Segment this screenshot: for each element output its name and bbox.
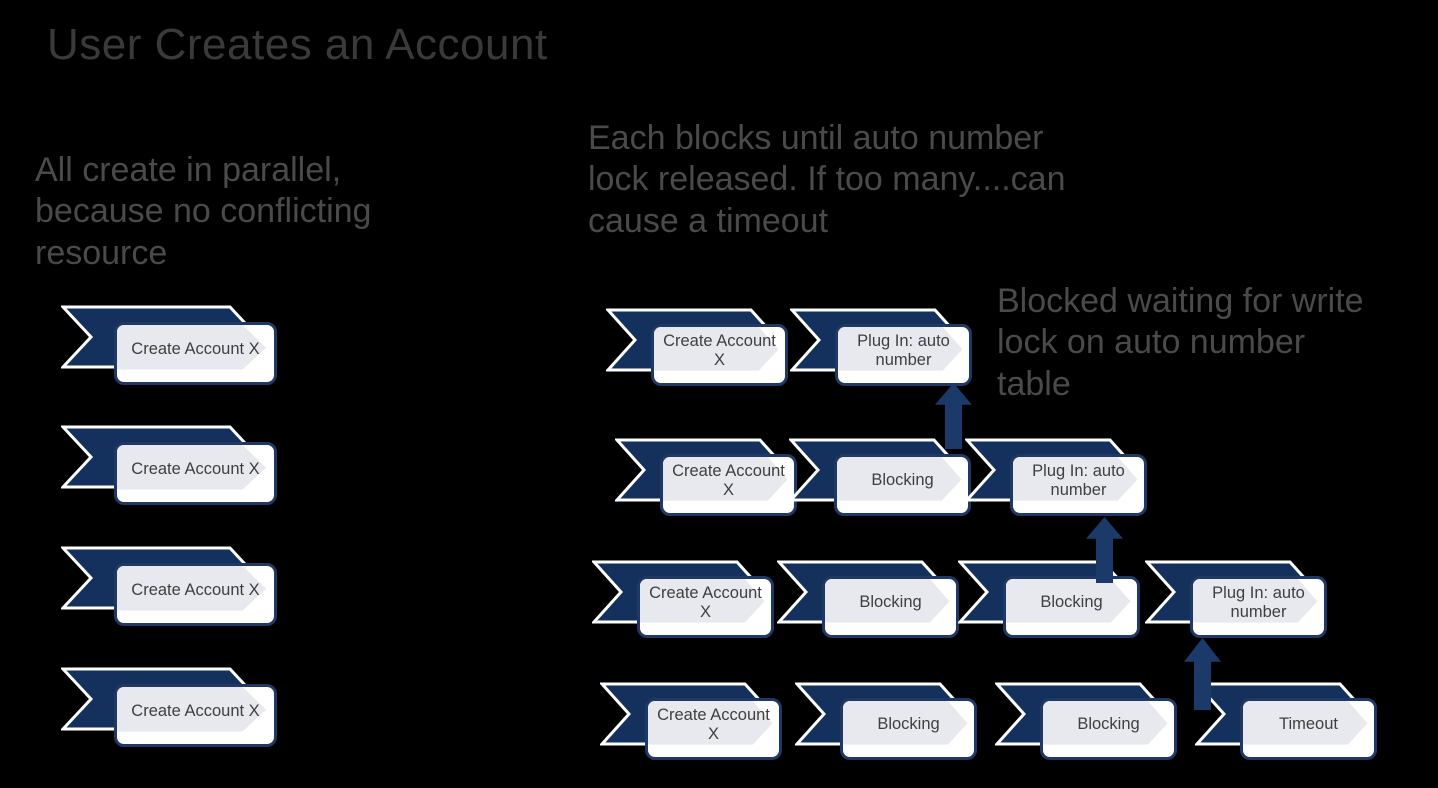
- step-label: Blocking: [877, 715, 940, 734]
- inner-chevron-shape: [117, 566, 267, 611]
- inner-chevron-shape: [1043, 701, 1168, 745]
- process-step-create-1: Create Account X: [61, 305, 281, 387]
- inner-chevron-shape: [1193, 579, 1318, 623]
- process-step-create-3: Create Account X: [61, 546, 281, 628]
- step-label-box: Blocking: [834, 454, 971, 516]
- inner-chevron-shape: [654, 327, 779, 371]
- step-label: Blocking: [1040, 593, 1103, 612]
- inner-chevron-shape: [1013, 457, 1138, 501]
- step-label: Timeout: [1279, 715, 1338, 734]
- step-label: Blocking: [1077, 715, 1140, 734]
- process-step: Blocking: [795, 682, 1015, 764]
- step-label-box: Blocking: [1003, 576, 1140, 638]
- step-label-box: Create Account X: [114, 684, 277, 747]
- step-label: Blocking: [871, 471, 934, 490]
- inner-chevron-shape: [117, 445, 267, 490]
- step-label-box: Blocking: [822, 576, 959, 638]
- step-label-box: Plug In: auto number: [835, 324, 972, 386]
- step-label-box: Blocking: [1040, 698, 1177, 760]
- note-blocks-until-lock: Each blocks until auto number lock relea…: [588, 119, 1066, 240]
- process-step: Blocking: [958, 560, 1178, 642]
- process-step: Blocking: [777, 560, 997, 642]
- step-label-box: Create Account X: [651, 324, 788, 386]
- step-label: Create Account X: [131, 580, 260, 599]
- step-label: Create Account X: [657, 705, 770, 743]
- inner-chevron-shape: [825, 579, 950, 623]
- step-label: Create Account X: [131, 459, 260, 478]
- inner-chevron-shape: [117, 325, 267, 370]
- step-label: Create Account X: [672, 461, 785, 499]
- step-label-box: Create Account X: [645, 698, 782, 760]
- inner-chevron-shape: [1243, 701, 1368, 745]
- step-label: Plug In: auto number: [1212, 583, 1305, 621]
- inner-chevron-shape: [640, 579, 765, 623]
- process-step: Blocking: [789, 438, 1009, 520]
- process-step-create-4: Create Account X: [61, 667, 281, 749]
- step-label-box: Plug In: auto number: [1010, 454, 1147, 516]
- inner-chevron-shape: [117, 687, 267, 732]
- step-label-box: Plug In: auto number: [1190, 576, 1327, 638]
- step-label: Create Account X: [131, 339, 260, 358]
- step-label-box: Create Account X: [114, 563, 277, 626]
- step-label-box: Blocking: [840, 698, 977, 760]
- step-label: Create Account X: [131, 701, 260, 720]
- step-label-box: Create Account X: [637, 576, 774, 638]
- step-label-box: Create Account X: [660, 454, 797, 516]
- inner-chevron-shape: [837, 457, 962, 501]
- inner-chevron-shape: [843, 701, 968, 745]
- process-step: Plug In: auto number: [790, 308, 1010, 390]
- process-step: Create Account X: [615, 438, 835, 520]
- slide-title: User Creates an Account: [47, 20, 548, 69]
- step-label: Create Account X: [663, 331, 776, 369]
- process-step: Plug In: auto number: [1145, 560, 1365, 642]
- step-label-box: Timeout: [1240, 698, 1377, 760]
- process-step: Create Account X: [592, 560, 812, 642]
- inner-chevron-shape: [663, 457, 788, 501]
- step-label: Plug In: auto number: [857, 331, 950, 369]
- process-step: Timeout: [1195, 682, 1415, 764]
- process-step: Create Account X: [600, 682, 820, 764]
- note-parallel-create: All create in parallel, because no confl…: [35, 151, 372, 272]
- step-label: Plug In: auto number: [1032, 461, 1125, 499]
- step-label-box: Create Account X: [114, 442, 277, 505]
- process-step: Plug In: auto number: [965, 438, 1185, 520]
- step-label: Create Account X: [649, 583, 762, 621]
- step-label-box: Create Account X: [114, 322, 277, 385]
- step-label: Blocking: [859, 593, 922, 612]
- process-step-create-2: Create Account X: [61, 425, 281, 507]
- process-step: Blocking: [995, 682, 1215, 764]
- inner-chevron-shape: [1006, 579, 1131, 623]
- process-step: Create Account X: [606, 308, 826, 390]
- note-blocked-waiting-write-lock: Blocked waiting for write lock on auto n…: [997, 282, 1364, 403]
- inner-chevron-shape: [838, 327, 963, 371]
- inner-chevron-shape: [648, 701, 773, 745]
